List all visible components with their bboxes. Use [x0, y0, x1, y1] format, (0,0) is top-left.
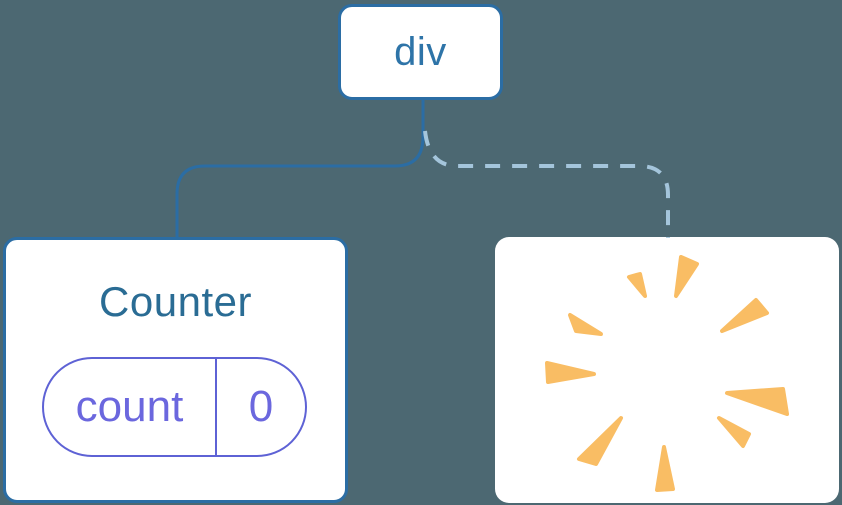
dashed-connector-line — [423, 130, 670, 238]
state-pill: count 0 — [42, 357, 307, 457]
counter-title: Counter — [99, 278, 252, 325]
state-value-label: 0 — [215, 359, 305, 455]
tree-node-div: div — [338, 4, 503, 100]
tree-node-removed — [495, 237, 839, 503]
div-node-label: div — [394, 29, 447, 74]
tree-node-counter: Counter count 0 — [3, 237, 348, 503]
solid-connector-line — [175, 100, 425, 238]
state-key-label: count — [75, 382, 184, 431]
